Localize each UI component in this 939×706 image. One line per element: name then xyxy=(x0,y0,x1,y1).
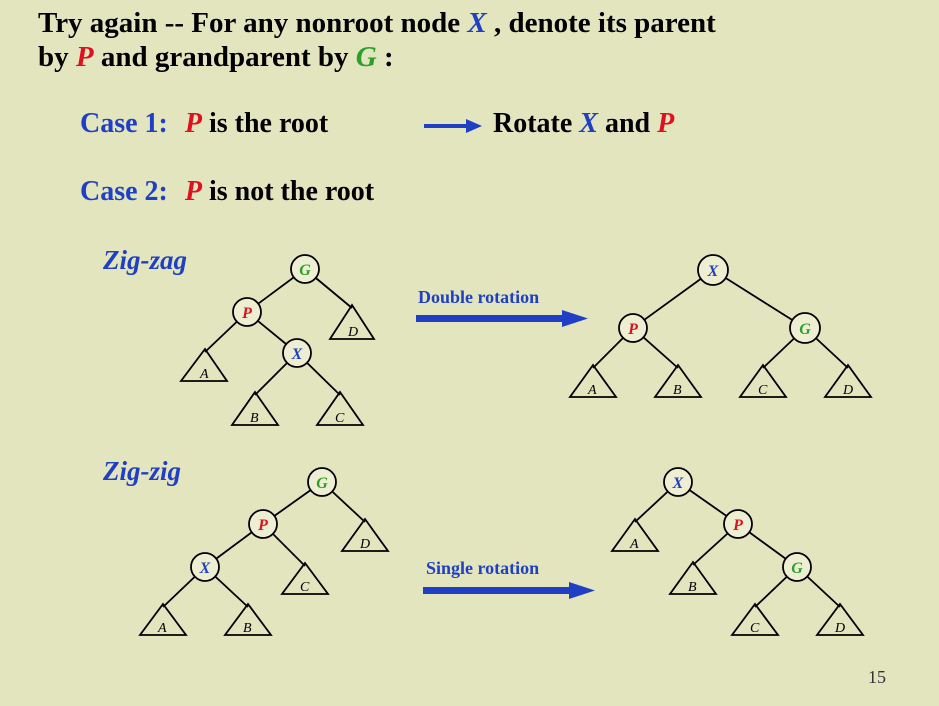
subtree-a-label: A xyxy=(629,537,639,552)
subtree-c-icon xyxy=(280,561,330,595)
subtree-a-icon xyxy=(568,363,618,398)
subtree-b-label: B xyxy=(243,621,252,636)
subtree-d-label: D xyxy=(842,383,853,398)
case1-label: Case 1: xyxy=(80,108,168,139)
page-number: 15 xyxy=(868,667,886,687)
subtree-a-label: A xyxy=(587,383,597,398)
subtree-b-icon xyxy=(668,560,718,595)
subtree-a-label: A xyxy=(157,621,167,636)
subtree-c-label: C xyxy=(758,383,768,398)
subtree-c-label: C xyxy=(750,621,760,636)
double-rotation-label: Double rotation xyxy=(418,287,540,307)
node-p-label: P xyxy=(241,305,252,322)
single-rotation-arrow-icon xyxy=(423,582,595,599)
title-text-2: , denote its parent xyxy=(486,7,716,39)
subtree-c-icon xyxy=(730,602,780,636)
subtree-a-icon xyxy=(138,602,188,636)
case1-result-p: P xyxy=(657,108,675,139)
zigzig-before-tree: G P X D C A B xyxy=(138,467,390,636)
subtree-c-label: C xyxy=(300,580,310,595)
case1-result-a: Rotate xyxy=(493,108,580,139)
node-x-label: X xyxy=(707,263,719,280)
case2-p: P xyxy=(184,176,202,207)
node-p-label: P xyxy=(627,321,638,338)
node-x-label: X xyxy=(672,475,684,492)
subtree-d-label: D xyxy=(834,621,845,636)
zigzig-label: Zig-zig xyxy=(103,456,181,486)
node-x-label: X xyxy=(199,560,211,577)
case1-arrow-icon xyxy=(424,119,482,133)
case1-line: Case 1: P is the root xyxy=(80,108,328,140)
node-x-label: X xyxy=(291,346,303,363)
subtree-a-icon xyxy=(179,347,229,382)
zigzag-label: Zig-zag xyxy=(103,245,187,275)
case2-line: Case 2: P is not the root xyxy=(80,176,374,208)
zigzig-after-tree: X P G A B C D xyxy=(610,467,865,636)
subtree-c-icon xyxy=(315,390,365,426)
case1-result: Rotate X and P xyxy=(493,108,674,140)
subtree-c-label: C xyxy=(335,411,345,426)
title-p: P xyxy=(75,41,94,73)
subtree-d-icon xyxy=(823,363,873,398)
subtree-a-label: A xyxy=(199,367,209,382)
zigzag-after-tree: X P G A B C D xyxy=(568,254,873,398)
node-p-label: P xyxy=(732,517,743,534)
title-text-5: : xyxy=(376,41,394,73)
subtree-b-icon xyxy=(230,390,280,426)
case2-text: is not the root xyxy=(201,176,375,207)
node-g-label: G xyxy=(316,475,328,492)
subtree-d-icon xyxy=(328,303,376,340)
node-g-label: G xyxy=(791,560,803,577)
single-rotation-label: Single rotation xyxy=(426,558,540,578)
case1-result-x: X xyxy=(579,108,598,139)
subtree-b-icon xyxy=(223,602,273,636)
node-g-label: G xyxy=(799,321,811,338)
subtree-b-icon xyxy=(653,363,703,398)
subtree-b-label: B xyxy=(673,383,682,398)
title-g: G xyxy=(355,41,377,73)
case2-label: Case 2: xyxy=(80,176,168,207)
subtree-d-label: D xyxy=(347,325,358,340)
title-x: X xyxy=(467,7,487,39)
slide-title: Try again -- For any nonroot node X , de… xyxy=(38,6,716,40)
case1-p: P xyxy=(184,108,202,139)
title-text-4: and grandparent by xyxy=(93,41,356,73)
subtree-a-icon xyxy=(610,517,660,552)
subtree-b-label: B xyxy=(250,411,259,426)
title-text-1: Try again -- For any nonroot node xyxy=(38,7,468,39)
double-rotation-arrow-icon xyxy=(416,310,588,327)
subtree-b-label: B xyxy=(688,580,697,595)
subtree-c-icon xyxy=(738,363,788,398)
node-g-label: G xyxy=(299,262,311,279)
subtree-d-label: D xyxy=(359,537,370,552)
slide-title-line2: by P and grandparent by G : xyxy=(38,40,394,74)
title-text-3: by xyxy=(38,41,76,73)
subtree-d-icon xyxy=(815,602,865,636)
case1-result-b: and xyxy=(597,108,658,139)
zigzag-before-tree: G P X D A B C xyxy=(179,254,376,426)
subtree-d-icon xyxy=(340,517,390,552)
case1-text: is the root xyxy=(201,108,329,139)
node-p-label: P xyxy=(257,517,268,534)
